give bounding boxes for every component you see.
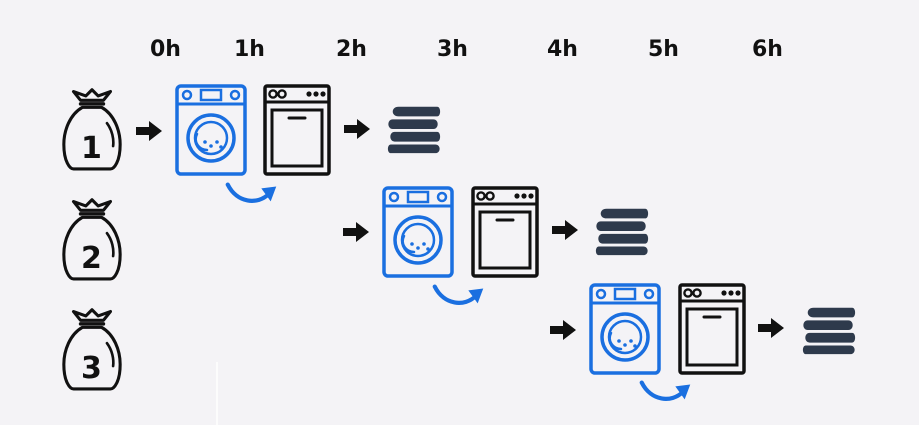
washing-machine-icon [382, 186, 454, 278]
dryer-icon [263, 84, 331, 176]
folded-clothes-icon [802, 307, 856, 355]
timeline-header: 0h 1h 2h 3h 4h 5h 6h [150, 37, 783, 62]
curved-arrow-icon [642, 383, 691, 400]
hour-label-2h: 2h [336, 37, 367, 62]
right-arrow-icon [758, 318, 784, 338]
load-number: 1 [81, 131, 102, 166]
curved-arrow-icon [435, 287, 484, 304]
right-arrow-icon [550, 320, 576, 340]
load-number: 3 [81, 351, 102, 386]
hour-label-1h: 1h [234, 37, 265, 62]
dryer-icon [678, 283, 746, 375]
hour-label-3h: 3h [437, 37, 468, 62]
hour-label-5h: 5h [648, 37, 679, 62]
load-number: 2 [81, 241, 102, 276]
washing-machine-icon [175, 84, 247, 176]
right-arrow-icon [343, 222, 369, 242]
right-arrow-icon [344, 119, 370, 139]
hour-label-4h: 4h [547, 37, 578, 62]
folded-clothes-icon [387, 106, 441, 154]
curved-arrow-icon [228, 185, 277, 202]
hour-label-0h: 0h [150, 37, 181, 62]
dryer-icon [471, 186, 539, 278]
washing-machine-icon [589, 283, 661, 375]
folded-clothes-icon [595, 208, 649, 256]
load-row-2: 2 [61, 186, 649, 304]
load-row-3: 3 [61, 283, 856, 400]
right-arrow-icon [136, 121, 162, 141]
load-row-1: 1 [61, 84, 441, 202]
right-arrow-icon [552, 220, 578, 240]
hour-label-6h: 6h [752, 37, 783, 62]
